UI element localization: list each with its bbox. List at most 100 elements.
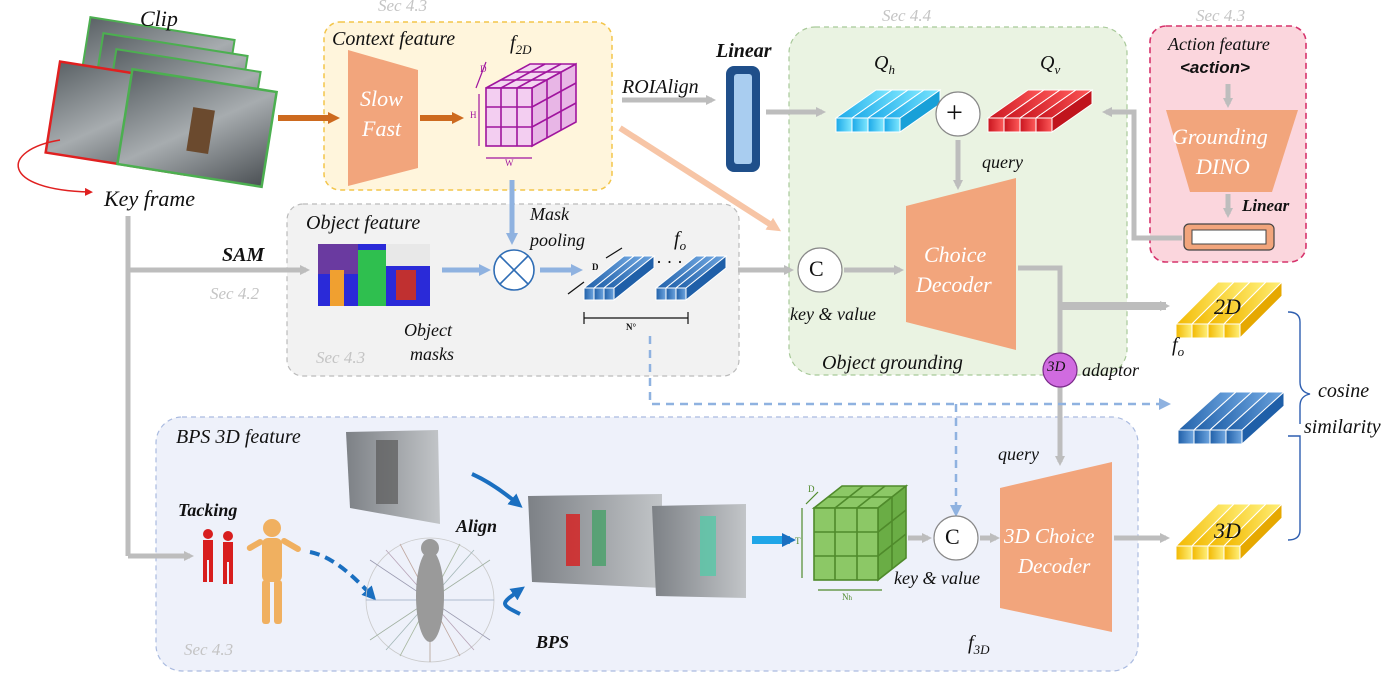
sam-label: SAM	[222, 244, 265, 266]
adaptor-3d-icon	[1042, 352, 1078, 388]
person-figure	[186, 107, 215, 155]
aligned-scene-2	[652, 504, 746, 598]
action-linear-inner	[1191, 229, 1267, 245]
choice-decoder-block	[906, 178, 1016, 350]
concat-symbol-top: C	[809, 256, 824, 281]
bps-label: BPS	[536, 632, 570, 652]
f3d-dim-nh-sub: h	[848, 594, 853, 602]
key-value-top-label: key & value	[790, 304, 876, 324]
clip-label: Clip	[140, 6, 178, 31]
cosine-label-1: cosine	[1318, 380, 1370, 402]
plus-symbol: +	[946, 96, 963, 129]
adaptor-label: adaptor	[1082, 360, 1140, 380]
choice-3d-decoder-block	[1000, 462, 1112, 632]
f2d-dim-w: W	[505, 158, 514, 168]
mask-pooling-label-2: pooling	[530, 230, 586, 250]
sec-4-3-object-label: Sec 4.3	[316, 348, 366, 367]
f2d-main: f	[510, 32, 516, 54]
mask-pooling-label-1: Mask	[530, 204, 569, 224]
linear-action-label: Linear	[1242, 196, 1290, 215]
cosine-brace-top	[1287, 311, 1311, 424]
qh-sub: h	[888, 62, 895, 77]
output-2d-label: 2D	[1214, 294, 1241, 319]
sec-4-4-label: Sec 4.4	[882, 6, 932, 25]
concat-icon-top	[797, 247, 843, 293]
output-2d-tokens	[1174, 280, 1284, 340]
query-top-label: query	[982, 152, 1023, 172]
add-operation-icon	[935, 91, 981, 137]
fo-output-label: fo	[1172, 334, 1184, 360]
f3d-main: f	[968, 632, 974, 654]
sec-4-3-bps-label: Sec 4.3	[184, 640, 234, 659]
f2d-dimension-marks	[475, 61, 532, 159]
bps-point-sphere	[365, 537, 495, 663]
fo-out-sub: o	[1177, 344, 1185, 359]
fo-dots: · · ·	[656, 252, 683, 272]
f3d-dim-d: D	[808, 484, 815, 494]
fo-dashed-to-cosine-arrow	[648, 336, 1171, 410]
choice-decoder-label-2: Decoder	[916, 272, 992, 297]
object-feature-label: Object feature	[306, 212, 421, 234]
qv-main: Q	[1040, 52, 1055, 74]
output-3d-tokens	[1174, 502, 1284, 562]
slow-label: Slow	[360, 86, 403, 111]
roialign-label: ROIAlign	[622, 76, 699, 98]
fo-sub: o	[679, 238, 687, 253]
fo-dimension-marks	[567, 247, 689, 324]
f2d-label: f2D	[510, 32, 531, 58]
fo-out-main: f	[1172, 334, 1178, 356]
align-label: Align	[456, 516, 498, 536]
qv-label: Qv	[1040, 52, 1060, 78]
qh-main: Q	[874, 52, 889, 74]
concat-icon-bottom	[933, 515, 979, 561]
tacking-figures	[203, 529, 233, 584]
grounding-dino-label-2: DINO	[1196, 154, 1250, 179]
grounding-dino-label-1: Grounding	[1172, 124, 1268, 149]
decoder-output-trunk	[1018, 265, 1063, 450]
qh-tokens	[834, 89, 942, 133]
query-bottom-label: query	[998, 444, 1039, 464]
action-feature-label: Action feature	[1168, 34, 1270, 54]
fo-dim-no: N°	[626, 322, 637, 332]
object-grounding-label: Object grounding	[822, 352, 963, 374]
grounding-dino-block	[1166, 110, 1298, 192]
object-masks-label-2: masks	[410, 344, 454, 364]
linear-layer-inner	[734, 74, 752, 164]
f3d-dim-nh: Nh	[842, 592, 852, 602]
f2d-sub: 2D	[515, 42, 532, 57]
sec-4-2-label: Sec 4.2	[210, 284, 260, 303]
cosine-label-2: similarity	[1304, 416, 1381, 438]
sec-4-3-action-label: Sec 4.3	[1196, 6, 1246, 25]
qh-label: Qh	[874, 52, 895, 78]
qv-tokens	[986, 89, 1094, 133]
f3d-dim-t: T	[795, 536, 801, 546]
key-frame-arrow	[17, 139, 93, 196]
slowfast-block	[348, 50, 418, 186]
key-frame-label: Key frame	[104, 186, 196, 211]
context-to-decoder-arrow	[618, 125, 782, 232]
cosine-blue-tokens	[1176, 390, 1286, 446]
f2d-feature-cube	[485, 62, 577, 148]
clip-frames	[44, 16, 279, 189]
sec-4-3-context-label: Sec 4.3	[378, 0, 428, 15]
adaptor-3d-label: 3D	[1047, 359, 1066, 375]
choice-3d-decoder-label-2: Decoder	[1018, 554, 1091, 578]
key-value-bottom-label: key & value	[894, 568, 980, 588]
concat-symbol-bottom: C	[945, 524, 960, 549]
choice-decoder-label-1: Choice	[924, 242, 987, 267]
fo-tokens-2	[654, 254, 728, 302]
output-3d-label: 3D	[1214, 518, 1241, 543]
f3d-dim-nh-main: N	[842, 592, 849, 602]
action-token-label: <action>	[1180, 58, 1250, 77]
fo-main: f	[674, 228, 680, 250]
tacking-label: Tacking	[178, 500, 238, 520]
f3d-label: f3D	[968, 632, 989, 658]
bps-to-align-arrow	[503, 586, 525, 616]
object-masks-label-1: Object	[404, 320, 452, 340]
smpl-to-bps-arrow	[309, 550, 377, 601]
f3d-feature-cube	[811, 484, 909, 582]
context-feature-label: Context feature	[332, 28, 456, 50]
linear-top-label: Linear	[716, 40, 772, 62]
action-to-qv-arrow	[1102, 107, 1182, 241]
